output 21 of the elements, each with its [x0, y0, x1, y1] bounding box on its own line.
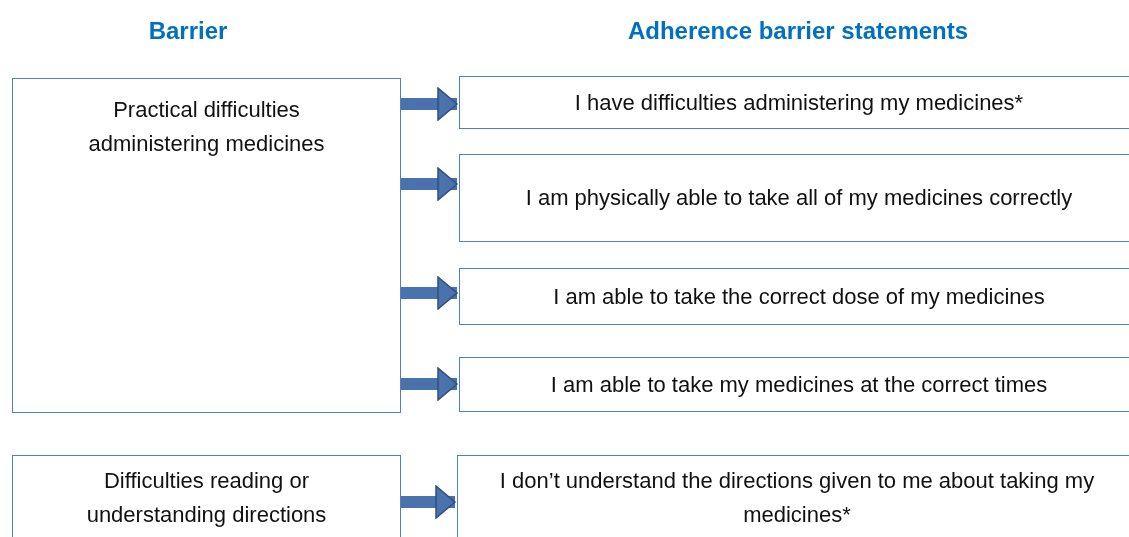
statement-box [459, 154, 1129, 242]
barrier-box [12, 78, 401, 413]
block-arrow [401, 485, 456, 519]
node-text: Practical difficulties administering medicines [87, 96, 326, 158]
block-arrow [401, 367, 458, 401]
node-text: I am physically able to take all of my medicines correctly [525, 184, 1073, 212]
barrier-box [12, 455, 401, 537]
statement-box [459, 268, 1129, 325]
node-text: I am able to take my medicines at the correct times [550, 370, 1048, 399]
column-heading: Barrier [148, 17, 228, 45]
statement-box [459, 357, 1129, 412]
block-arrow [401, 276, 458, 310]
node-text: I don’t understand the directions given to me about taking my medicines* [498, 467, 1096, 529]
node-text: I have difficulties administering my medicines* [574, 88, 1024, 117]
node-text: Difficulties reading or understanding directions [85, 467, 328, 529]
node-text: I am able to take the correct dose of my medicines [553, 282, 1045, 311]
statement-box [459, 76, 1129, 129]
block-arrow [401, 167, 458, 201]
column-heading: Adherence barrier statements [627, 17, 969, 45]
statement-box [457, 455, 1129, 537]
block-arrow [401, 87, 458, 121]
